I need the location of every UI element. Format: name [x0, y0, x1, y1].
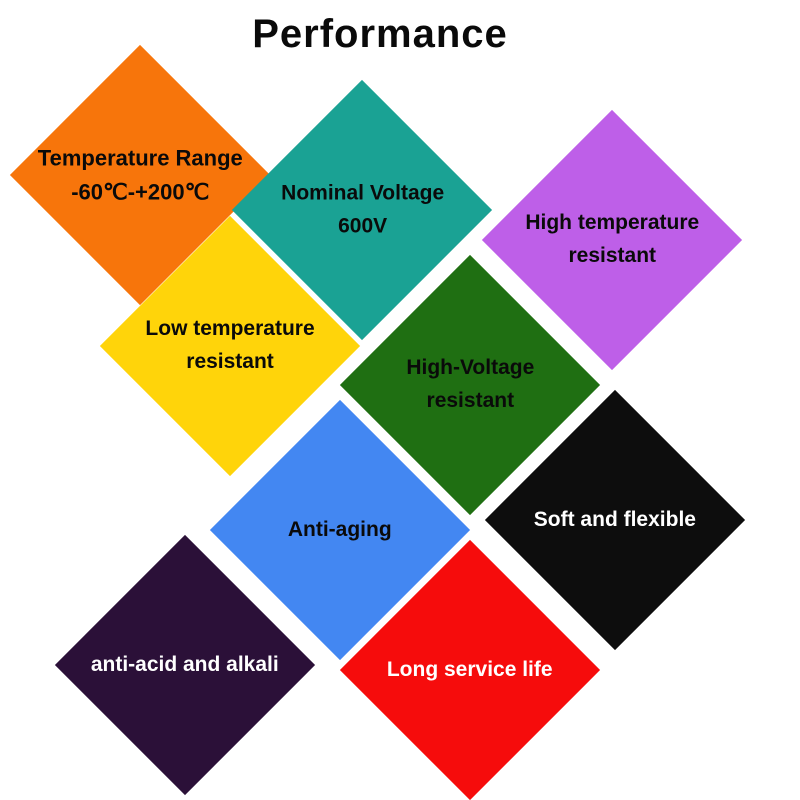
label-line: Anti-aging — [288, 517, 392, 541]
label-line: anti-acid and alkali — [91, 652, 279, 676]
diamond-label: anti-acid and alkali — [91, 649, 279, 682]
diamond-label: Long service life — [387, 654, 553, 687]
diamond-label: Soft and flexible — [534, 504, 696, 537]
diamond-label: High temperature resistant — [525, 207, 699, 272]
label-line: resistant — [426, 388, 514, 412]
label-line: High temperature — [525, 211, 699, 235]
diamond-label: High-Voltage resistant — [406, 352, 534, 417]
label-line: Soft and flexible — [533, 507, 697, 531]
page-title: Performance — [252, 12, 508, 56]
label-line: Temperature Range — [37, 144, 243, 170]
label-line: High-Voltage — [406, 356, 534, 380]
diamond-label: Nominal Voltage 600V — [281, 177, 444, 242]
label-line: Long service life — [387, 657, 553, 681]
diamond-label: Low temperature resistant — [145, 313, 314, 378]
diamond-label: Temperature Range -60℃-+200℃ — [38, 141, 243, 209]
label-line: resistant — [568, 244, 656, 267]
label-line: resistant — [186, 349, 274, 373]
diamond-label: Anti-aging — [288, 514, 392, 547]
label-line: Nominal Voltage — [280, 181, 444, 205]
label-line: -60℃-+200℃ — [70, 179, 210, 205]
label-line: Low temperature — [145, 317, 315, 341]
label-line: 600V — [337, 214, 387, 237]
